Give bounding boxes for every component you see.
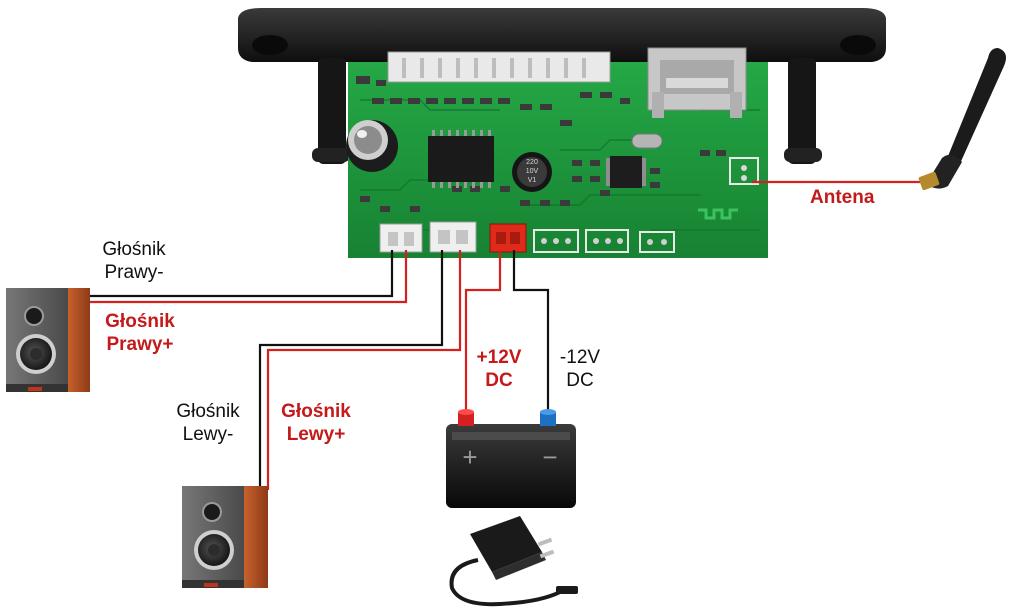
label-power-plus-line2: DC [485, 370, 513, 391]
cap-text-3: V1 [528, 177, 537, 184]
wires [86, 180, 930, 490]
label-power-minus-line1: -12V [559, 347, 601, 368]
label-right-minus-line1: Głośnik [102, 239, 166, 260]
label-right-plus-line2: Prawy+ [106, 334, 174, 355]
label-left-speaker-minus: Głośnik Lewy- [160, 400, 256, 446]
wire-right-plus [86, 250, 408, 304]
decoder-chip [606, 156, 646, 188]
label-right-speaker-plus: Głośnik Prawy+ [92, 310, 188, 356]
left-speaker-icon [182, 486, 268, 588]
label-left-minus-line1: Głośnik [176, 401, 240, 422]
cap-text-1: 220 [526, 159, 538, 166]
cap-text-2: 10V [526, 168, 539, 175]
pin-headers [533, 229, 675, 253]
label-right-plus-line1: Głośnik [105, 311, 175, 332]
usb-port [647, 47, 747, 118]
amplifier-chip [428, 130, 494, 188]
filter-capacitor: 220 10V V1 [512, 152, 552, 192]
wire-left-minus [258, 250, 444, 488]
battery-minus-sign: − [542, 442, 557, 472]
label-left-minus-line2: Lewy- [182, 424, 234, 445]
wire-left-plus [266, 250, 462, 490]
antenna-connector [729, 157, 759, 185]
pcb-antenna-trace [698, 208, 738, 220]
antenna-icon [918, 48, 1006, 191]
crystal [631, 133, 663, 149]
label-power-plus: +12V DC [464, 346, 534, 392]
power-connector [489, 223, 527, 253]
label-power-plus-line1: +12V [476, 347, 522, 368]
electrolytic-capacitor [346, 120, 398, 172]
battery-icon: + − [446, 409, 576, 508]
wire-power-minus [512, 250, 550, 416]
label-right-speaker-minus: Głośnik Prawy- [86, 238, 182, 284]
power-adapter-icon [449, 516, 578, 607]
right-speaker-icon [6, 288, 90, 392]
left-speaker-connector [429, 221, 477, 253]
label-left-plus-line1: Głośnik [281, 401, 351, 422]
mp3-module: 220 10V V1 [238, 8, 886, 258]
ribbon-connector [387, 51, 611, 83]
right-speaker-connector [379, 223, 423, 253]
label-power-minus: -12V DC [548, 346, 612, 392]
wire-right-minus [86, 250, 394, 298]
wire-power-plus [464, 250, 502, 416]
smd-components [356, 76, 726, 212]
label-right-minus-line2: Prawy- [104, 262, 164, 283]
label-left-plus-line2: Lewy+ [286, 424, 346, 445]
label-left-speaker-plus: Głośnik Lewy+ [268, 400, 364, 446]
battery-plus-sign: + [462, 442, 477, 472]
label-antenna: Antena [810, 187, 875, 208]
label-power-minus-line2: DC [566, 370, 594, 391]
